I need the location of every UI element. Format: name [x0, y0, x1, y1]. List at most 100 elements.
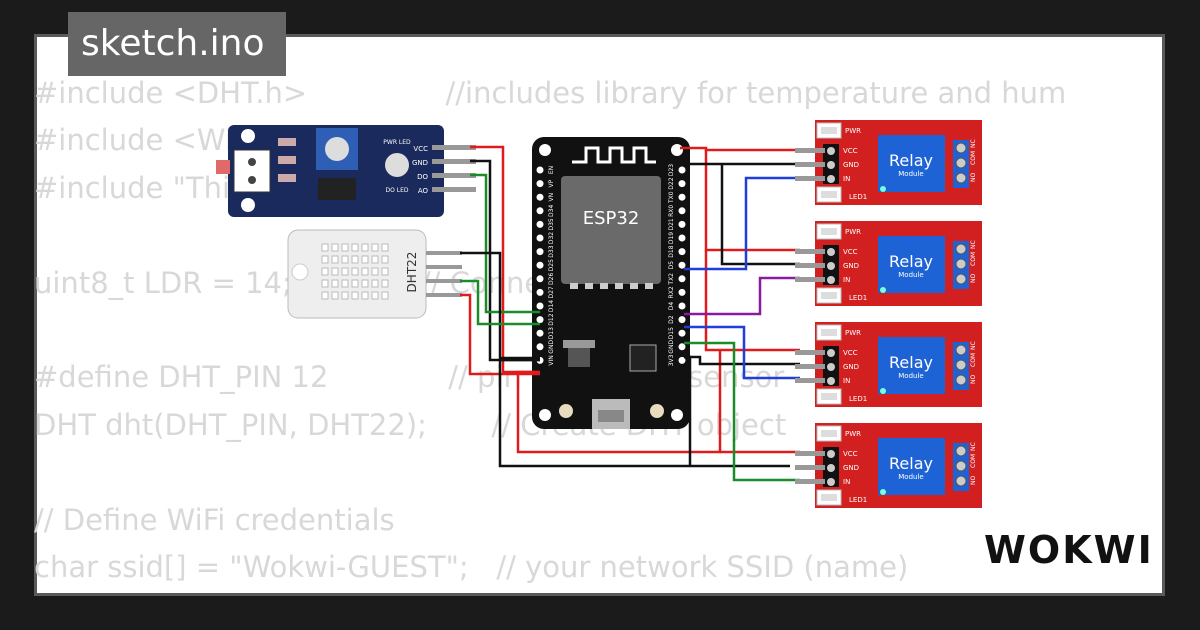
relay-sub-label: Module: [898, 271, 923, 279]
esp32-pin-hole[interactable]: [678, 356, 686, 364]
esp32-pin-hole[interactable]: [536, 316, 544, 324]
esp32-pin-hole[interactable]: [536, 248, 544, 256]
relay-sub-label: Module: [898, 372, 923, 380]
esp32-pin-hole[interactable]: [678, 288, 686, 296]
esp32-pin-hole[interactable]: [678, 220, 686, 228]
esp32-pin-hole[interactable]: [678, 166, 686, 174]
relay-text: PWR: [845, 430, 861, 438]
esp32-pin-label-right: D2: [668, 315, 675, 324]
esp32-pin-hole[interactable]: [678, 316, 686, 324]
code-line: // Define WiFi credentials: [34, 502, 395, 537]
esp32-pin-hole[interactable]: [536, 166, 544, 174]
sketch-filename-tab[interactable]: sketch.ino: [68, 12, 286, 76]
esp32-pin-label-left: D33: [548, 245, 555, 257]
relay-text: IN: [843, 478, 850, 486]
esp32-pin-label-right: D18: [668, 245, 675, 257]
relay-sub-label: Module: [898, 170, 923, 178]
relay-text: LED1: [849, 395, 867, 403]
relay-terminal-label: NC: [970, 341, 977, 350]
esp32-board[interactable]: ESP32 ENVPVND34D35D32D33D25D26D27D14D12D…: [532, 137, 690, 429]
relay-terminal-label: NC: [970, 139, 977, 148]
relay-text: PWR: [845, 228, 861, 236]
ldr-pin-do: DO: [417, 173, 428, 181]
esp32-pin-hole[interactable]: [678, 248, 686, 256]
relay-terminal-label: NO: [970, 375, 977, 384]
esp32-pin-label-right: TX2: [668, 273, 675, 286]
ldr-do-led-label: DO LED: [385, 187, 408, 194]
relay-terminal-label: COM: [970, 252, 977, 266]
ldr-pwr-led-label: PWR LED: [383, 139, 411, 146]
esp32-pin-hole[interactable]: [678, 275, 686, 283]
esp32-pin-label-right: RX2: [668, 286, 675, 298]
esp32-pin-label-right: GND: [668, 340, 675, 354]
relay-text: IN: [843, 276, 850, 284]
esp32-pin-label-left: VIN: [548, 355, 555, 365]
wires: [460, 145, 800, 482]
relay-text: PWR: [845, 127, 861, 135]
relay-label: Relay: [889, 252, 933, 271]
esp32-pin-label-left: EN: [548, 166, 555, 174]
esp32-pin-hole[interactable]: [536, 261, 544, 269]
esp32-pin-label-right: D21: [668, 218, 675, 230]
esp32-pin-label-left: D27: [548, 286, 555, 298]
esp32-pin-label-right: D4: [668, 302, 675, 311]
relay-text: LED1: [849, 193, 867, 201]
esp32-pin-label-left: D13: [548, 327, 555, 339]
esp32-pin-hole[interactable]: [678, 207, 686, 215]
esp32-pin-label-left: D34: [548, 204, 555, 216]
esp32-pin-hole[interactable]: [678, 329, 686, 337]
relay-text: LED1: [849, 496, 867, 504]
esp32-pin-label-right: RX0: [668, 205, 675, 217]
relay-terminal-label: COM: [970, 353, 977, 367]
esp32-pin-label-left: D35: [548, 218, 555, 230]
ldr-pin-vcc: VCC: [413, 145, 428, 153]
esp32-pin-hole[interactable]: [678, 343, 686, 351]
esp32-pin-hole[interactable]: [536, 234, 544, 242]
esp32-pin-label-left: D14: [548, 300, 555, 312]
esp32-pin-label-right: D22: [668, 177, 675, 189]
esp32-pin-hole[interactable]: [536, 275, 544, 283]
relay-terminal-label: NO: [970, 476, 977, 485]
esp32-pin-hole[interactable]: [536, 329, 544, 337]
esp32-pin-hole[interactable]: [536, 207, 544, 215]
relay-text: VCC: [843, 147, 858, 155]
ldr-pin-ao: AO: [418, 187, 429, 195]
esp32-pin-label-left: D12: [548, 313, 555, 325]
relay-sub-label: Module: [898, 473, 923, 481]
esp32-pin-label-left: VN: [548, 193, 555, 202]
esp32-pin-label-left: D32: [548, 232, 555, 244]
esp32-pin-hole[interactable]: [536, 193, 544, 201]
esp32-pin-hole[interactable]: [536, 302, 544, 310]
esp32-pin-hole[interactable]: [536, 220, 544, 228]
relay-label: Relay: [889, 454, 933, 473]
relay-text: PWR: [845, 329, 861, 337]
esp32-pin-hole[interactable]: [536, 180, 544, 188]
esp32-pin-hole[interactable]: [678, 193, 686, 201]
esp32-pin-hole[interactable]: [536, 343, 544, 351]
dht22-sensor[interactable]: DHT22: [287, 229, 462, 319]
esp32-pin-label-right: 3V3: [668, 354, 675, 366]
code-line: char ssid[] = "Wokwi-GUEST"; // your net…: [34, 549, 909, 584]
relay-terminal-label: COM: [970, 151, 977, 165]
esp32-pin-hole[interactable]: [678, 261, 686, 269]
esp32-pin-label-right: TX0: [668, 191, 675, 204]
relay-terminal-label: NO: [970, 274, 977, 283]
ldr-sensor-module[interactable]: PWR LED DO LED VCC GND DO AO: [216, 125, 476, 217]
relay-text: VCC: [843, 349, 858, 357]
esp32-pin-hole[interactable]: [536, 288, 544, 296]
relay-label: Relay: [889, 353, 933, 372]
esp32-pin-label-right: D15: [668, 327, 675, 339]
relay-terminal-label: NO: [970, 173, 977, 182]
relay-text: IN: [843, 377, 850, 385]
esp32-pin-hole[interactable]: [678, 180, 686, 188]
esp32-pin-label-right: D5: [668, 261, 675, 270]
relay-label: Relay: [889, 151, 933, 170]
esp32-pin-hole[interactable]: [678, 302, 686, 310]
relay-text: GND: [843, 363, 859, 371]
esp32-pin-hole[interactable]: [678, 234, 686, 242]
ldr-pin-gnd: GND: [412, 159, 428, 167]
